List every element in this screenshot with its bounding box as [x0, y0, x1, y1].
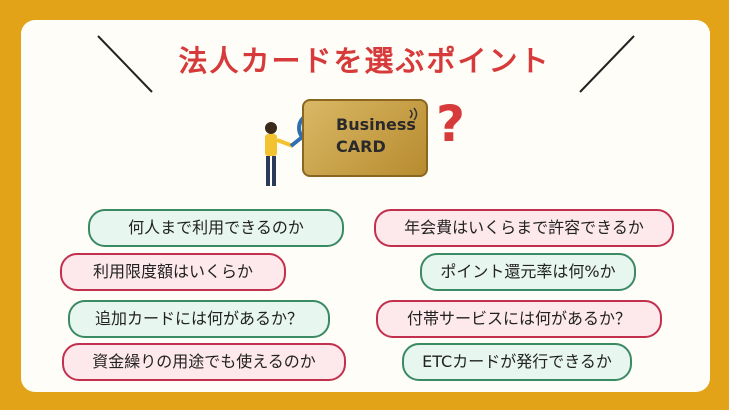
card-line2: CARD [336, 137, 386, 156]
left-slash-decoration [97, 35, 153, 93]
right-slash-decoration [579, 35, 635, 93]
question-mark: ? [436, 95, 466, 153]
card-line1: Business [336, 115, 416, 134]
left-bubble-1: 何人まで利用できるのか [88, 209, 344, 247]
left-bubble-3: 追加カードには何があるか？ [68, 300, 330, 338]
right-bubble-2: ポイント還元率は何%か [420, 253, 636, 291]
left-bubble-4: 資金繰りの用途でも使えるのか [62, 343, 346, 381]
right-bubble-1: 年会費はいくらまで許容できるか [374, 209, 674, 247]
business-card: Business CARD [302, 99, 428, 177]
contactless-icon [409, 107, 418, 121]
page-title: 法人カードを選ぶポイント [178, 44, 551, 78]
left-bubble-2: 利用限度額はいくらか [60, 253, 286, 291]
right-bubble-3: 付帯サービスには何があるか？ [376, 300, 662, 338]
right-bubble-4: ETCカードが発行できるか [402, 343, 632, 381]
